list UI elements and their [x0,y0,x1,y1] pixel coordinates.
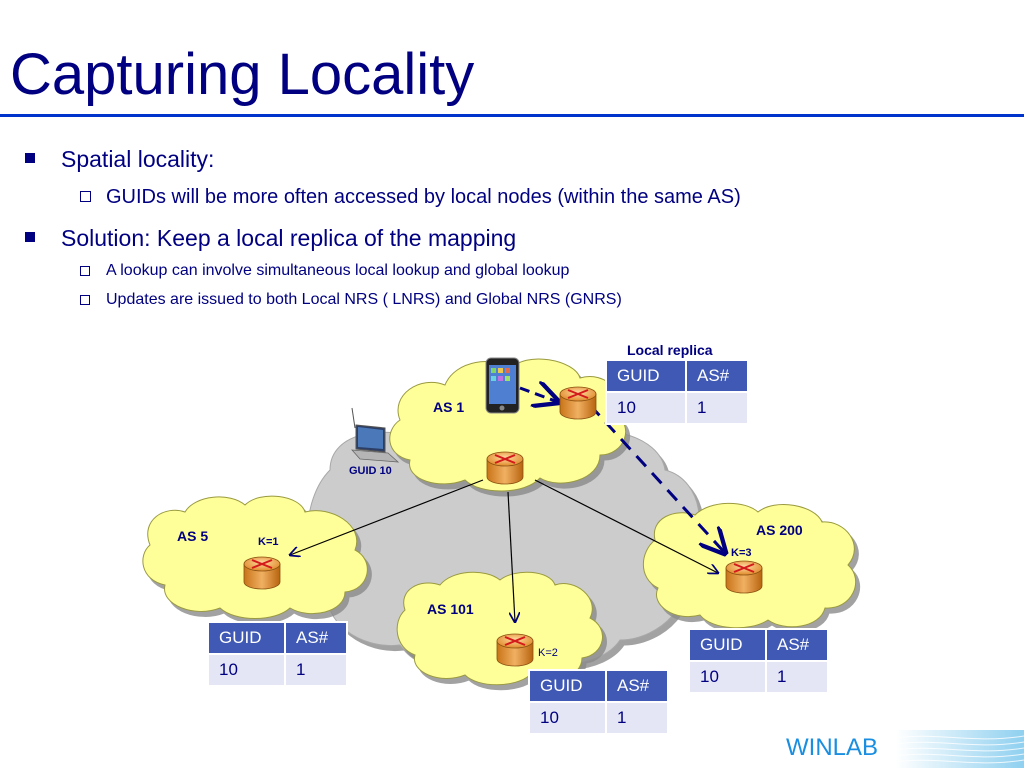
as1-label: AS 1 [433,399,465,415]
as101-cloud [396,571,603,686]
as5-label: AS 5 [177,528,209,544]
as-cell: 1 [765,660,829,694]
sub-bullet-1-1-text: GUIDs will be more often accessed by loc… [106,186,741,208]
guid-cell: 10 [528,701,607,735]
bullet-2: Solution: Keep a local replica of the ma… [25,225,517,252]
title-rule [0,114,1024,117]
link-as1-as101 [507,491,515,622]
hollow-square-bullet-icon [80,191,91,202]
as-cell: 1 [605,701,669,735]
sub-bullet-2-1: A lookup can involve simultaneous local … [80,262,570,280]
as200-label: AS 200 [756,522,803,538]
guid-header: GUID [605,359,687,393]
square-bullet-icon [25,232,35,242]
k2-label: K=2 [538,647,558,659]
replica-arrow-local [519,388,558,402]
as-header: AS# [765,628,829,662]
router-icon [725,560,763,594]
guid-cell: 10 [688,660,767,694]
sub-bullet-1-1: GUIDs will be more often accessed by loc… [80,186,741,209]
as-header: AS# [284,621,348,655]
link-as1-as200 [534,479,718,573]
as200-table: GUID AS# 10 1 [688,628,829,694]
phone-icon [485,357,520,414]
guid-header: GUID [207,621,286,655]
laptop-icon [351,407,400,463]
as-header: AS# [685,359,749,393]
as-header: AS# [605,669,669,703]
winlab-logo: WINLAB [786,734,879,761]
slide-title: Capturing Locality [10,42,475,107]
local-replica-label: Local replica [627,342,713,358]
sub-bullet-2-2: Updates are issued to both Local NRS ( L… [80,291,622,309]
guid-header: GUID [528,669,607,703]
logo-wave-graphic [896,730,1024,768]
guid-header: GUID [688,628,767,662]
router-icon [559,386,597,420]
as101-label: AS 101 [427,601,474,617]
bullet-1: Spatial locality: [25,146,215,173]
link-as1-as5 [290,479,484,555]
guid-cell: 10 [207,653,286,687]
local-replica-table: GUID AS# 10 1 [605,359,749,425]
bullet-1-text: Spatial locality: [61,146,215,172]
bullet-2-text: Solution: Keep a local replica of the ma… [61,225,517,251]
guid-cell: 10 [605,391,687,425]
router-icon [496,633,534,667]
k3-label: K=3 [731,547,752,559]
replica-arrow-as200 [588,403,725,553]
as-cell: 1 [685,391,749,425]
as-cell: 1 [284,653,348,687]
sub-bullet-2-2-text: Updates are issued to both Local NRS ( L… [106,291,622,308]
guid-device-label: GUID 10 [349,465,392,477]
router-icon [243,556,281,590]
router-icon [486,451,524,485]
as5-table: GUID AS# 10 1 [207,621,348,687]
as101-table: GUID AS# 10 1 [528,669,669,735]
k1-label: K=1 [258,536,279,548]
square-bullet-icon [25,153,35,163]
hollow-square-bullet-icon [80,295,90,305]
hollow-square-bullet-icon [80,266,90,276]
sub-bullet-2-1-text: A lookup can involve simultaneous local … [106,262,570,279]
